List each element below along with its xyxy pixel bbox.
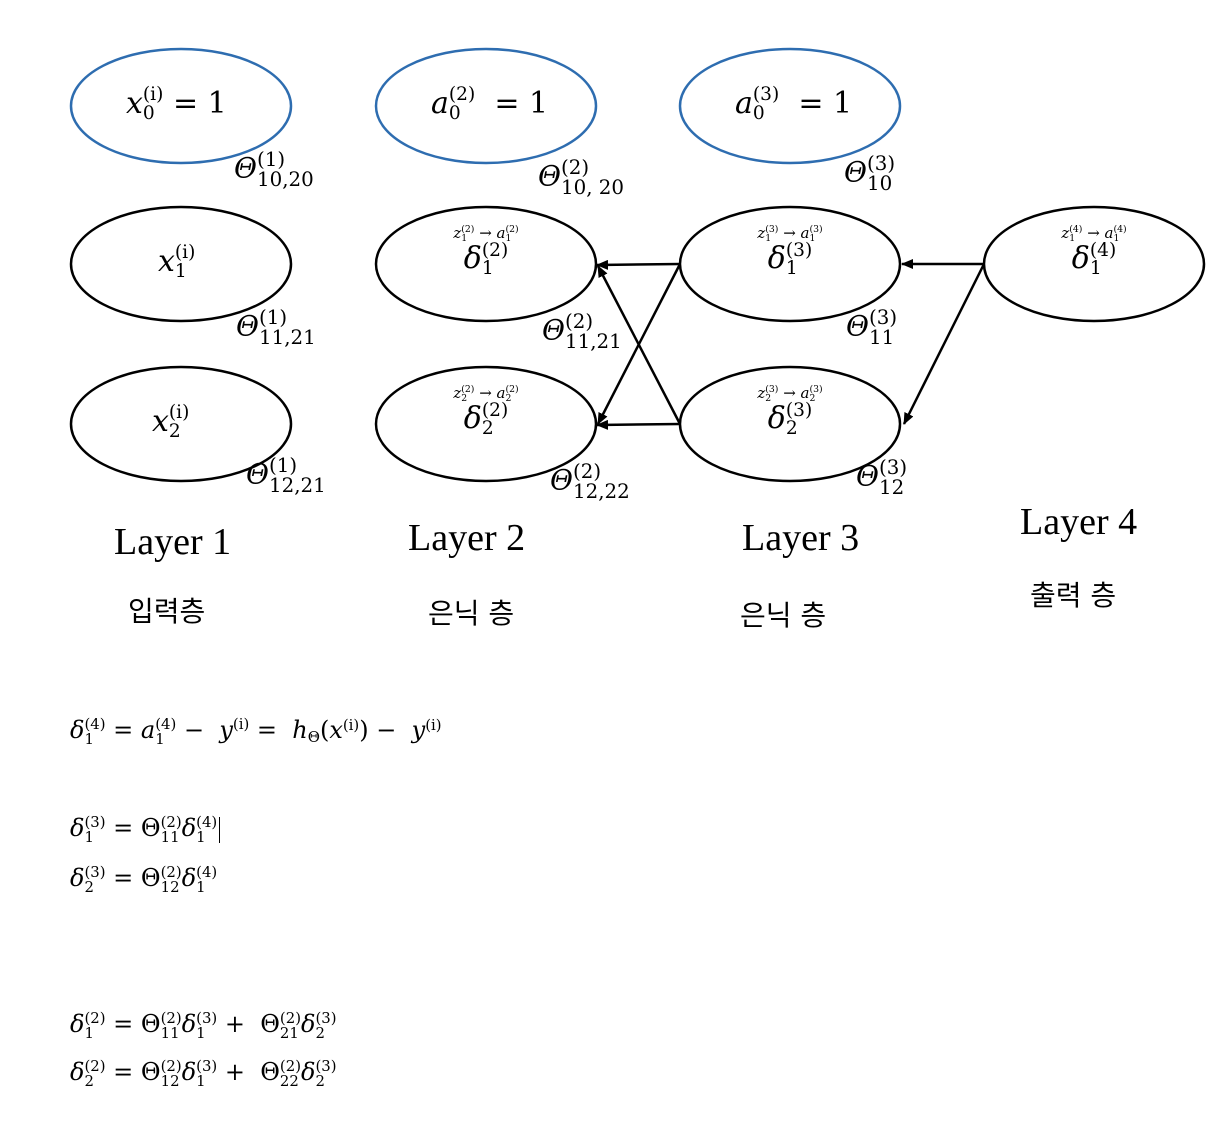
arrow-l3-2-to-l2-1 <box>596 265 682 425</box>
equation-delta4: δ(4)1 = a(4)1 − y(i) = hΘ(x(i)) − y(i) <box>70 714 442 748</box>
arrow-l3-1-to-l2-1 <box>596 259 681 270</box>
input-label-x2: x(i)2 <box>152 402 190 442</box>
weight-theta3-12: Θ(3)12 <box>856 456 908 499</box>
bias-label-a3: a(3)0 = 1 <box>735 84 853 124</box>
weight-theta1-12-21: Θ(1)12,21 <box>246 454 326 497</box>
hidden-node-l2-2-content: z(2)2 → a(2)2 δ(2)2 <box>453 383 519 440</box>
weight-theta2-10-20: Θ(2)10, 20 <box>538 156 625 199</box>
weight-theta2-11-21: Θ(2)11,21 <box>542 310 622 353</box>
layer-4-title: Layer 4 <box>1020 501 1138 543</box>
layer-4-subtitle: 출력 층 <box>1030 579 1117 612</box>
input-label-x1: x(i)1 <box>158 242 196 282</box>
hidden-node-l2-1-content: z(2)1 → a(2)1 δ(2)1 <box>453 223 519 280</box>
layer-3-subtitle: 은닉 층 <box>740 599 827 632</box>
bias-label-x0: x(i)0 = 1 <box>126 84 227 124</box>
arrow-l3-2-to-l2-2 <box>596 419 681 430</box>
layer-1-subtitle: 입력층 <box>128 595 206 628</box>
node-x2 <box>69 365 293 483</box>
hidden-node-l3-1-content: z(3)1 → a(3)1 δ(3)1 <box>757 223 823 280</box>
weight-theta1-11-21: Θ(1)11,21 <box>236 306 316 349</box>
node-l2-1 <box>374 205 598 323</box>
bias-label-a2: a(2)0 = 1 <box>431 84 549 124</box>
weight-theta3-11: Θ(3)11 <box>846 306 898 349</box>
bias-node-layer1 <box>69 47 293 165</box>
weight-theta1-10-20: Θ(1)10,20 <box>234 148 314 191</box>
node-l2-2 <box>374 365 598 483</box>
bias-node-layer3 <box>678 47 902 165</box>
text-cursor <box>219 816 221 843</box>
arrow-l4-to-l3-2 <box>902 263 986 425</box>
layer-2-subtitle: 은닉 층 <box>428 597 515 630</box>
weight-theta3-10: Θ(3)10 <box>844 152 896 195</box>
layer-2-title: Layer 2 <box>408 517 526 559</box>
output-node-l4-1-content: z(4)1 → a(4)1 δ(4)1 <box>1061 223 1127 280</box>
layer-3-title: Layer 3 <box>742 517 860 559</box>
weight-theta2-12-22: Θ(2)12,22 <box>550 460 630 503</box>
node-x1 <box>69 205 293 323</box>
layer-1-title: Layer 1 <box>114 521 232 563</box>
bias-node-layer2 <box>374 47 598 165</box>
hidden-node-l3-2-content: z(3)2 → a(3)2 δ(3)2 <box>757 383 823 440</box>
